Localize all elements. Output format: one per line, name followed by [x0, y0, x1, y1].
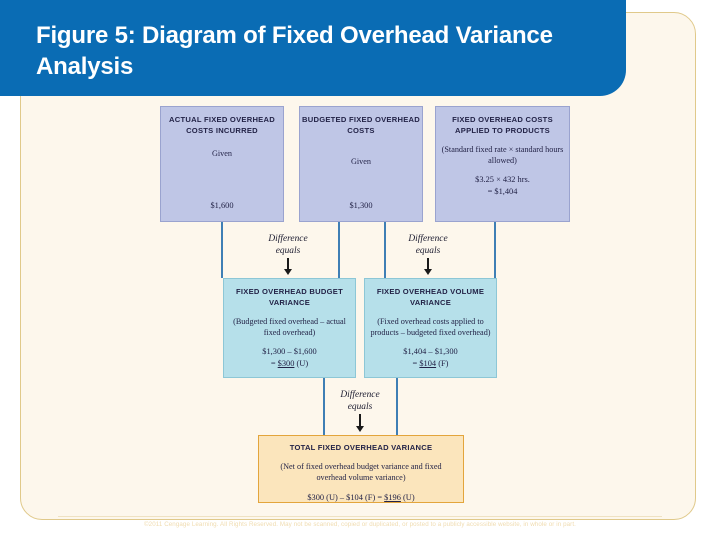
node-value-line-2: = $300 (U)	[229, 358, 350, 370]
node-fixed-overhead-applied: FIXED OVERHEAD COSTS APPLIED TO PRODUCTS…	[435, 106, 570, 222]
value-prefix: =	[270, 358, 278, 368]
value-amount: $300	[277, 358, 295, 368]
footer-divider	[58, 516, 662, 517]
difference-arrow-right-head	[424, 269, 432, 275]
node-header: FIXED OVERHEAD COSTS APPLIED TO PRODUCTS	[452, 115, 553, 135]
value-amount: $104	[419, 358, 437, 368]
node-header: FIXED OVERHEAD VOLUME VARIANCE	[376, 287, 485, 307]
node-value-line-1: $3.25 × 432 hrs.	[475, 174, 530, 184]
connector-budget-variance-to-total	[323, 378, 325, 435]
node-value-line-2: = $1,404	[487, 186, 518, 196]
node-value-line-1: $1,300 – $1,600	[262, 346, 317, 356]
value-suffix: (U)	[294, 358, 309, 368]
difference-line-1: Difference	[268, 234, 308, 244]
value-amount: $196	[384, 493, 401, 503]
node-total-fixed-overhead-variance: TOTAL FIXED OVERHEAD VARIANCE (Net of fi…	[258, 435, 464, 503]
node-header: FIXED OVERHEAD BUDGET VARIANCE	[236, 287, 343, 307]
node-value-line-1: $1,404 – $1,300	[403, 346, 458, 356]
node-header: ACTUAL FIXED OVERHEAD COSTS INCURRED	[169, 115, 275, 135]
node-value: $300 (U) – $104 (F) = $196 (U)	[265, 492, 457, 504]
difference-arrow-bottom-shaft	[359, 414, 361, 428]
difference-arrow-bottom-head	[356, 426, 364, 432]
node-actual-fixed-overhead: ACTUAL FIXED OVERHEAD COSTS INCURRED Giv…	[160, 106, 284, 222]
node-value: $1,600	[210, 201, 234, 211]
node-body: Given	[211, 148, 232, 158]
connector-actual-to-budget-variance	[221, 222, 223, 278]
difference-line-1: Difference	[340, 390, 380, 400]
difference-line-2: equals	[275, 246, 301, 257]
connector-budget-to-volume-variance	[384, 222, 386, 278]
node-fixed-overhead-budget-variance: FIXED OVERHEAD BUDGET VARIANCE (Budgeted…	[223, 278, 356, 378]
difference-equals-label-left: Difference equals	[243, 233, 333, 257]
difference-line-1: Difference	[408, 234, 448, 244]
node-body: (Net of fixed overhead budget variance a…	[280, 461, 442, 483]
node-header: TOTAL FIXED OVERHEAD VARIANCE	[289, 443, 433, 452]
value-prefix: =	[412, 358, 420, 368]
page-title: Figure 5: Diagram of Fixed Overhead Vari…	[36, 22, 553, 81]
node-budgeted-fixed-overhead: BUDGETED FIXED OVERHEAD COSTS Given $1,3…	[299, 106, 423, 222]
connector-applied-to-volume-variance	[494, 222, 496, 278]
difference-line-2: equals	[347, 402, 373, 413]
difference-arrow-right-shaft	[427, 258, 429, 271]
node-fixed-overhead-volume-variance: FIXED OVERHEAD VOLUME VARIANCE (Fixed ov…	[364, 278, 497, 378]
node-body: (Standard fixed rate × standard hours al…	[441, 144, 564, 166]
node-body: (Fixed overhead costs applied to product…	[370, 316, 491, 338]
value-suffix: (U)	[400, 493, 415, 503]
node-body: Given	[350, 156, 371, 166]
difference-arrow-left-shaft	[287, 258, 289, 271]
connector-volume-variance-to-total	[396, 378, 398, 435]
title-banner: Figure 5: Diagram of Fixed Overhead Vari…	[0, 0, 626, 96]
difference-equals-label-bottom: Difference equals	[315, 389, 405, 413]
node-value: $1,300	[349, 201, 373, 211]
value-prefix: $300 (U) – $104 (F) =	[307, 493, 385, 503]
difference-equals-label-right: Difference equals	[383, 233, 473, 257]
copyright-footer: ©2011 Cengage Learning. All Rights Reser…	[144, 521, 576, 528]
node-body: (Budgeted fixed overhead – actual fixed …	[233, 316, 346, 338]
value-suffix: (F)	[436, 358, 449, 368]
difference-line-2: equals	[415, 246, 441, 257]
connector-budget-to-budget-variance	[338, 222, 340, 278]
node-value-line-2: = $104 (F)	[369, 358, 492, 370]
node-header: BUDGETED FIXED OVERHEAD COSTS	[302, 115, 420, 135]
difference-arrow-left-head	[284, 269, 292, 275]
